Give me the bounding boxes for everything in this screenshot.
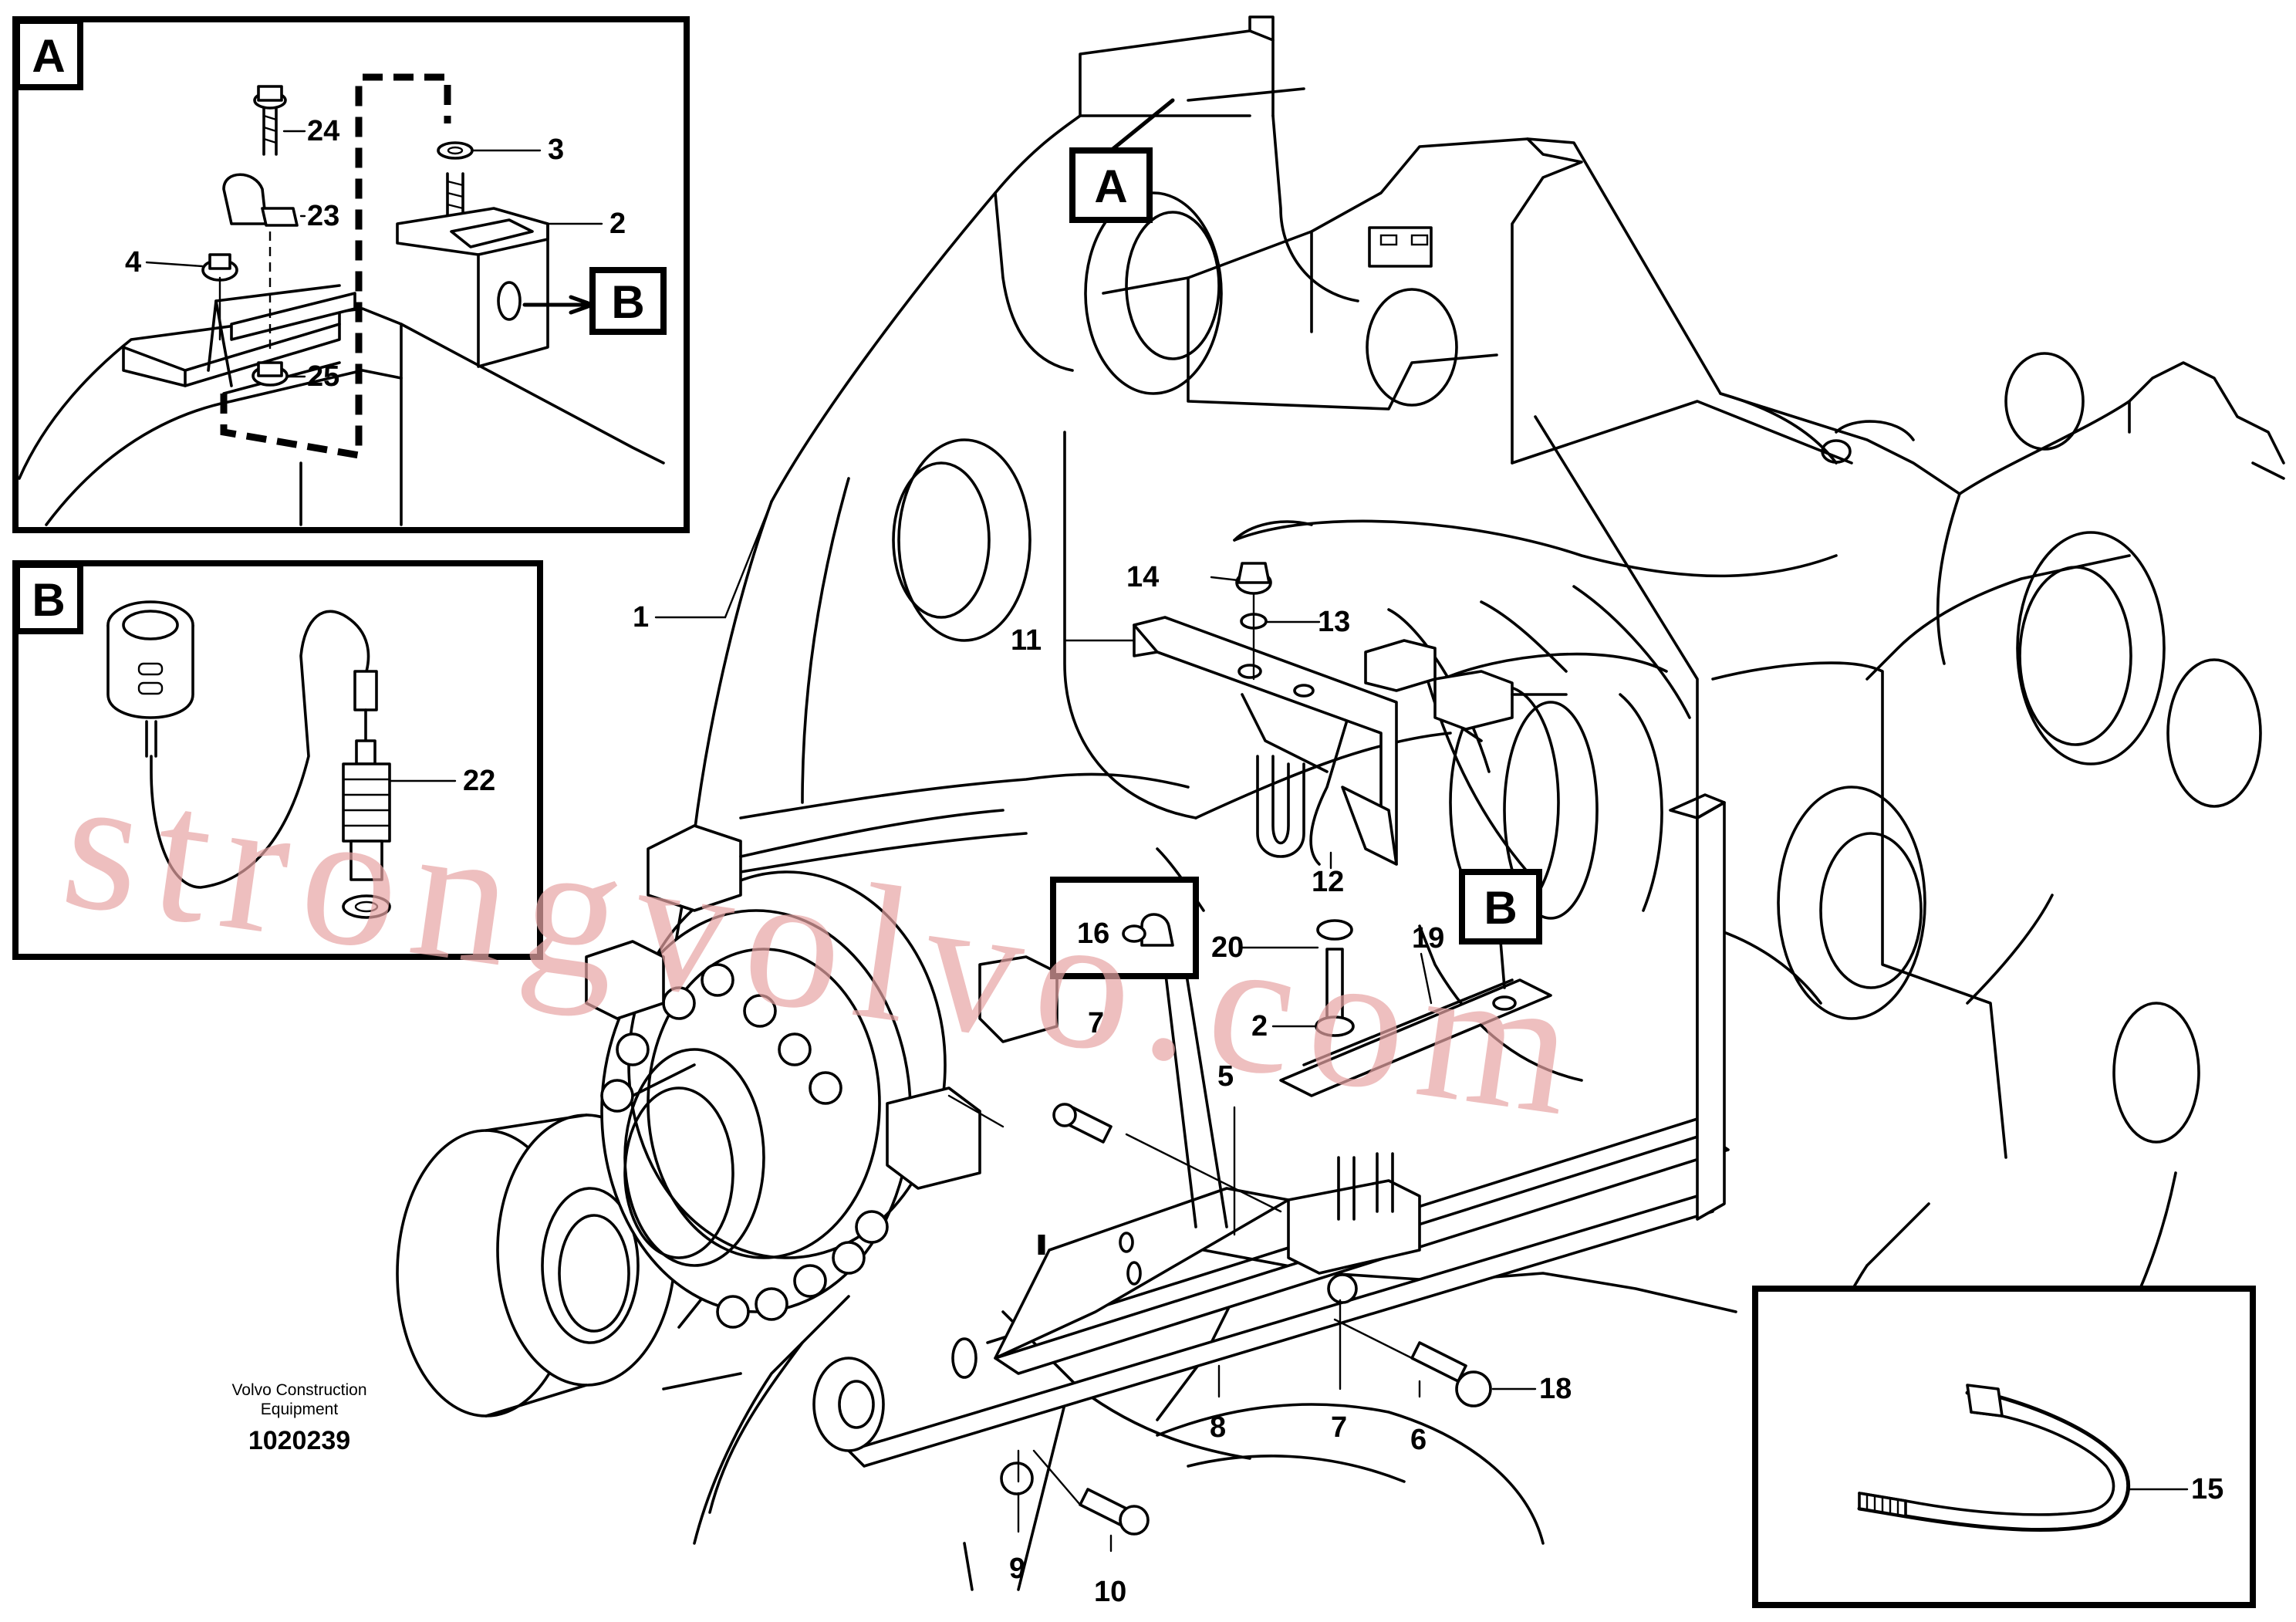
credit-line-1: Volvo Construction — [231, 1381, 366, 1399]
detail-panel-a: A — [12, 16, 690, 533]
label-5: 5 — [1217, 1060, 1234, 1093]
credit-block: Volvo Construction Equipment 1020239 — [231, 1381, 366, 1455]
drawing-number: 1020239 — [248, 1426, 350, 1455]
detail-16-box — [1050, 877, 1199, 979]
label-18: 18 — [1539, 1373, 1572, 1405]
label-11: 11 — [1011, 624, 1042, 657]
label-2-main: 2 — [1251, 1010, 1268, 1042]
label-13: 13 — [1318, 606, 1350, 638]
label-22: 22 — [463, 765, 495, 797]
bracket-assembly — [812, 562, 1730, 1536]
callout-tag-b-rail: B — [1484, 882, 1517, 934]
label-8: 8 — [1210, 1411, 1226, 1444]
label-12: 12 — [1312, 866, 1344, 898]
wheel-hub — [396, 809, 1059, 1418]
credit-line-2: Equipment — [261, 1401, 339, 1418]
label-2-panel: 2 — [609, 208, 626, 240]
leader-lines — [145, 130, 2189, 1553]
label-14: 14 — [1126, 561, 1159, 593]
label-23: 23 — [307, 200, 339, 232]
label-10: 10 — [1094, 1576, 1126, 1608]
part-labels: 24 23 4 3 2 25 22 1 14 13 11 12 16 20 19… — [125, 115, 2223, 1608]
label-25: 25 — [307, 360, 339, 393]
callout-tag-a: A — [1094, 161, 1127, 212]
panel-a-callout-b: B — [611, 276, 644, 328]
rail-callout-b: B — [1459, 869, 1542, 944]
label-15: 15 — [2191, 1473, 2223, 1505]
detail-15-box — [1752, 1286, 2256, 1608]
frame-callout-a: A — [1069, 98, 1175, 223]
label-7-lower: 7 — [1331, 1411, 1347, 1444]
label-9: 9 — [1009, 1553, 1025, 1585]
label-24: 24 — [307, 115, 339, 147]
panel-b-tag: B — [32, 574, 65, 626]
label-4: 4 — [125, 246, 141, 279]
label-16: 16 — [1077, 917, 1109, 950]
label-6: 6 — [1410, 1424, 1427, 1456]
label-7-upper: 7 — [1088, 1007, 1104, 1039]
label-19: 19 — [1412, 922, 1444, 955]
detail-panel-b: B — [12, 560, 543, 960]
flange-bolts — [600, 963, 889, 1329]
label-3: 3 — [548, 133, 564, 166]
panel-a-tag: A — [32, 30, 65, 82]
label-1: 1 — [633, 601, 649, 634]
label-20: 20 — [1211, 931, 1244, 964]
